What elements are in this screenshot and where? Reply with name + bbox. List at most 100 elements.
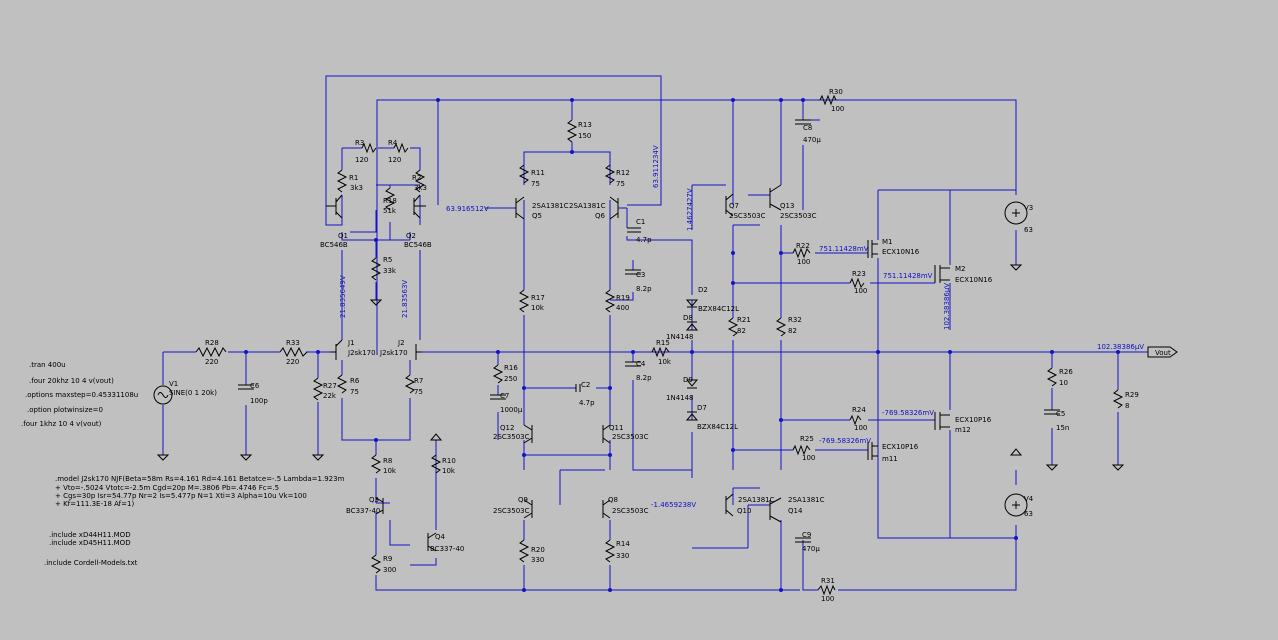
- label-m11-name: m11: [882, 455, 898, 463]
- label-q14-name: Q14: [788, 507, 803, 515]
- label-v4-name: V4: [1024, 495, 1034, 503]
- label-q9-name: Q9: [518, 496, 528, 504]
- label-q7-value: 2SC3503C: [729, 212, 766, 220]
- label-r33-name: R33: [286, 339, 300, 347]
- label-r16-value: 250: [504, 375, 517, 383]
- label-c6-value: 100p: [250, 397, 268, 405]
- label-r24-value: 100: [854, 424, 867, 432]
- label-r7-name: R7: [414, 377, 423, 385]
- label-d9-name: D9: [683, 376, 693, 384]
- net-voltage-labels: 63.916512V 63.911234V 21.835649V 21.8356…: [339, 145, 1171, 509]
- label-j1-name: J1: [347, 339, 355, 347]
- label-c4-name: C4: [636, 360, 646, 368]
- directive-plotwinsize: .option plotwinsize=0: [27, 406, 103, 414]
- label-r13-name: R13: [578, 121, 592, 129]
- label-c1-name: C1: [636, 218, 645, 226]
- net-label-n6: -1.4659238V: [651, 501, 696, 509]
- directive-four-1khz: .four 1khz 10 4 v(vout): [21, 420, 102, 428]
- label-m1-value: ECX10N16: [882, 248, 920, 256]
- include-cordell: .include Cordell-Models.txt: [44, 559, 138, 567]
- label-q13-name: Q13: [780, 202, 794, 210]
- model-line-1: .model J2sk170 NJF(Beta=58m Rs=4.161 Rd=…: [55, 475, 345, 483]
- label-r20-value: 330: [531, 556, 544, 564]
- label-m2-name: M2: [955, 265, 966, 273]
- label-r27-value: 22k: [323, 392, 337, 400]
- label-r15-name: R15: [656, 339, 670, 347]
- label-r15-value: 10k: [658, 358, 672, 366]
- label-r19-value: 400: [616, 304, 629, 312]
- directive-tran: .tran 400u: [29, 361, 66, 369]
- label-r27-name: R27: [323, 382, 337, 390]
- net-label-n8: 751.11428mV: [883, 272, 933, 280]
- label-r6-value: 75: [350, 388, 359, 396]
- label-r23-name: R23: [852, 270, 866, 278]
- label-q4-value: BC337-40: [430, 545, 464, 553]
- label-r3-name: R3: [355, 139, 364, 147]
- label-q5-name: Q5: [532, 212, 542, 220]
- label-v1-name: V1: [169, 380, 178, 388]
- label-c9-value: 470µ: [802, 545, 820, 553]
- label-r1-name: R1: [349, 174, 358, 182]
- label-d8-value: 1N4148: [666, 333, 694, 341]
- label-r2-value: 3k3: [414, 184, 427, 192]
- net-label-n2: 63.911234V: [652, 145, 660, 188]
- label-m11-value: ECX10P16: [882, 443, 919, 451]
- label-q3-value: BC337-40: [346, 507, 380, 515]
- label-r5-value: 33k: [383, 267, 397, 275]
- label-r9-value: 300: [383, 566, 396, 574]
- component-symbols: [153, 94, 1178, 596]
- label-r18-name: R18: [383, 197, 397, 205]
- label-d8-name: D8: [683, 314, 693, 322]
- label-r18-value: 51k: [383, 207, 397, 215]
- label-q14-value: 2SA1381C: [788, 496, 825, 504]
- label-c5-name: C5: [1056, 410, 1065, 418]
- directive-options: .options maxstep=0.45331108u: [25, 391, 138, 399]
- label-r5-name: R5: [383, 256, 392, 264]
- label-r28-name: R28: [205, 339, 219, 347]
- label-c9-name: C9: [802, 531, 811, 539]
- label-r19-name: R19: [616, 294, 630, 302]
- label-q13-value: 2SC3503C: [780, 212, 817, 220]
- label-r8-name: R8: [383, 457, 392, 465]
- label-r26-name: R26: [1059, 368, 1073, 376]
- net-label-n3: 21.835649V: [339, 275, 347, 318]
- label-r31-name: R31: [821, 577, 835, 585]
- label-r22-name: R22: [796, 242, 810, 250]
- label-r8-value: 10k: [383, 467, 397, 475]
- label-r9-name: R9: [383, 555, 392, 563]
- label-j2-name: J2: [397, 339, 405, 347]
- label-r33-value: 220: [286, 358, 299, 366]
- label-q2-name: Q2: [406, 232, 416, 240]
- label-r30-value: 100: [831, 105, 844, 113]
- label-q12-name: Q12: [500, 424, 514, 432]
- label-r14-name: R14: [616, 540, 630, 548]
- label-r20-name: R20: [531, 546, 545, 554]
- net-label-n9: 102.38386µV: [943, 283, 951, 330]
- label-c1-value: 4.7p: [636, 236, 652, 244]
- wires: [162, 75, 1148, 591]
- label-q5-value: 2SA1381C: [532, 202, 569, 210]
- component-labels: R3 120 R4 120 R1 3k3 R2 3k3 R18 51k Q1 B…: [169, 88, 1139, 603]
- label-r31-value: 100: [821, 595, 834, 603]
- label-r11-value: 75: [531, 180, 540, 188]
- label-r12-name: R12: [616, 169, 630, 177]
- label-v3-value: 63: [1024, 226, 1033, 234]
- label-r26-value: 10: [1059, 379, 1068, 387]
- label-q8-name: Q8: [608, 496, 618, 504]
- label-r25-value: 100: [802, 454, 815, 462]
- net-label-n11: -769.58326mV: [882, 409, 934, 417]
- label-r2-name: R2: [412, 174, 421, 182]
- label-r6-name: R6: [350, 377, 360, 385]
- label-r21-value: 82: [737, 327, 746, 335]
- label-r4-name: R4: [388, 139, 398, 147]
- label-q2-value: BC546B: [404, 241, 432, 249]
- label-q11-value: 2SC3503C: [612, 433, 649, 441]
- label-d2-name: D2: [698, 286, 708, 294]
- label-m1-name: M1: [882, 238, 893, 246]
- label-r28-value: 220: [205, 358, 218, 366]
- label-r22-value: 100: [797, 258, 810, 266]
- label-r4-value: 120: [388, 156, 401, 164]
- label-q10-name: Q10: [737, 507, 751, 515]
- model-line-3: + Cgs=30p Isr=54.77p Nr=2 Is=5.477p N=1 …: [55, 492, 307, 500]
